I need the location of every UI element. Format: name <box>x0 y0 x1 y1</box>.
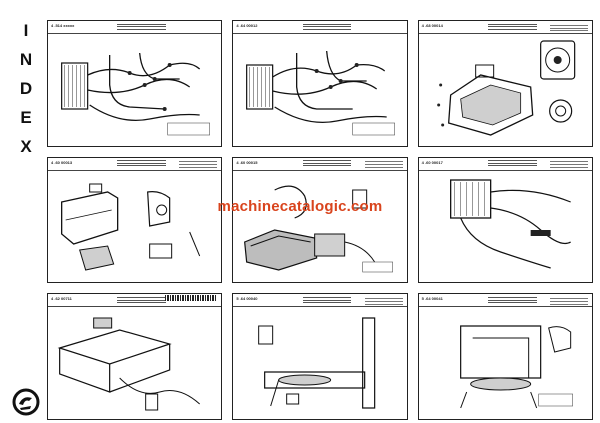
diagram-code: 4 .60 00017 <box>421 159 443 165</box>
diagram-code: 5 .64 00040 <box>236 296 258 302</box>
index-letter: X <box>20 137 32 156</box>
diagram-code: 4 .60 00013 <box>51 159 73 165</box>
index-letter: I <box>23 21 29 40</box>
oil-cooler-diagram <box>449 179 571 269</box>
diagram-code: 4 .60 00015 <box>236 159 258 165</box>
diagram-thumbnail[interactable]: 4 .60 00017 <box>417 156 593 284</box>
diagram-thumbnail[interactable]: 5 .64 00041 <box>417 293 593 420</box>
diagram-thumbnail[interactable]: 4 .62 00711 <box>47 293 223 420</box>
diagram-code: 4 .68 00014 <box>421 23 443 28</box>
tank-assembly-diagram <box>57 317 200 411</box>
valve-block-diagram <box>244 185 394 272</box>
pump-assembly-diagram <box>436 40 575 136</box>
index-letter: D <box>19 79 33 98</box>
diagram-thumbnail[interactable]: 4 .68 00014 <box>417 20 593 147</box>
diagram-code: 4 .62 00711 <box>51 296 72 302</box>
diagram-code: 5 .64 00041 <box>421 296 443 302</box>
diagram-thumbnail[interactable]: 4 .60 00013 <box>47 156 223 284</box>
fuel-tank-diagram <box>61 183 201 271</box>
index-vertical-label: I N D E X <box>18 22 34 155</box>
mast-cylinder-diagram <box>258 317 376 409</box>
watermark-text: machinecatalogic.com <box>217 198 383 215</box>
diagram-thumbnail-grid: 4 .514 xxxxx 4 .64 00012 <box>47 20 593 420</box>
diagram-thumbnail[interactable]: 5 .64 00040 <box>232 293 408 420</box>
index-letter: N <box>19 50 33 69</box>
hydraulic-hose-diagram <box>61 52 210 136</box>
mast-assembly-diagram <box>459 325 573 409</box>
diagram-thumbnail[interactable]: 4 .64 00012 <box>232 20 408 147</box>
diagram-thumbnail[interactable]: 4 .514 xxxxx <box>47 20 223 147</box>
diagram-code: 4 .514 xxxxx <box>51 23 75 28</box>
diagram-thumbnail[interactable]: 4 .60 00015 <box>232 156 408 284</box>
index-letter: E <box>20 108 32 127</box>
diagram-code: 4 .64 00012 <box>236 23 258 28</box>
brand-logo-icon <box>12 388 40 416</box>
hydraulic-hose-diagram <box>246 50 396 136</box>
